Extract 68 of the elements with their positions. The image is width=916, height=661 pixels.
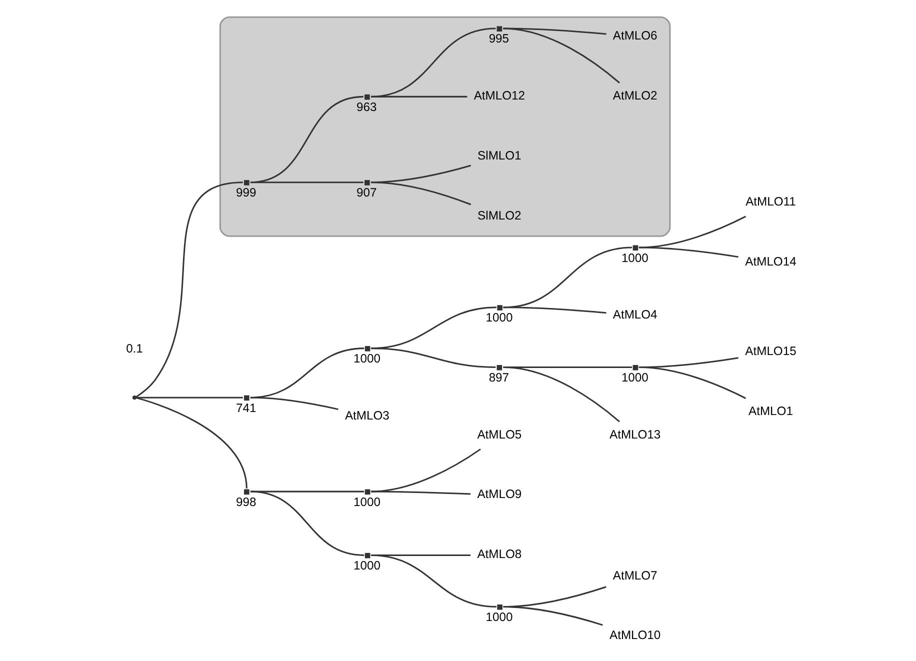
node-label: 999 [236, 186, 256, 200]
connector [370, 554, 496, 608]
node-point [364, 552, 370, 558]
node-point [364, 94, 370, 100]
connector [370, 448, 480, 492]
node-text: AtMLO7 [612, 568, 657, 582]
connector [250, 490, 364, 556]
node-text: AtMLO5 [476, 427, 522, 442]
node-point [244, 180, 249, 186]
connector [136, 397, 247, 489]
node-label: 963 [356, 100, 376, 114]
connector [638, 366, 746, 399]
connector [370, 490, 470, 495]
connector [502, 28, 620, 84]
node-point [244, 489, 249, 495]
connector [370, 164, 471, 184]
label: 0.1 [126, 342, 142, 356]
node-label: 741 [236, 400, 256, 415]
connector [250, 396, 338, 410]
connector [136, 396, 242, 398]
node-text: AtMLO8 [476, 547, 522, 562]
connector [502, 606, 602, 626]
node-text: AtMLO1 [748, 404, 792, 418]
node-point [496, 305, 502, 310]
node-point [364, 489, 370, 495]
node-label: 1000 [485, 610, 512, 624]
node-text: AtMLO2 [612, 88, 657, 103]
node-label: 995 [488, 32, 509, 46]
connector [502, 366, 620, 422]
connector [638, 246, 738, 258]
connector [370, 28, 496, 98]
node-label: 1000 [620, 250, 648, 265]
node-text: AtMLO15 [744, 344, 796, 358]
node-point [632, 364, 638, 370]
node-point [496, 604, 502, 610]
node-text: SlMLO1 [477, 148, 521, 162]
connector [638, 216, 746, 248]
node-label: 1000 [485, 310, 512, 325]
node-text: AtMLO11 [745, 194, 796, 209]
node-label: 907 [356, 186, 376, 200]
node-label: 1000 [353, 558, 380, 572]
node-text: SlMLO2 [477, 208, 521, 222]
node-text: AtMLO6 [612, 28, 657, 43]
connector [370, 348, 496, 368]
node-point [496, 26, 502, 32]
node-text: AtMLO3 [344, 408, 389, 422]
connector [135, 182, 242, 398]
node-label: 998 [236, 494, 256, 509]
connector [250, 96, 363, 184]
node-point [244, 395, 249, 401]
node-text: AtMLO12 [473, 88, 525, 103]
node-label: 897 [488, 370, 509, 385]
node-label: 1000 [620, 370, 648, 385]
node-label: 1000 [353, 352, 380, 366]
node-label: 1000 [353, 494, 380, 509]
connector [502, 28, 606, 35]
connector [502, 306, 606, 314]
node-point [364, 346, 370, 352]
node-text: AtMLO13 [609, 427, 660, 442]
node-point [632, 245, 638, 251]
node-text: AtMLO9 [476, 487, 522, 502]
node-point [496, 364, 502, 370]
node-point [364, 180, 370, 186]
node-text: AtMLO4 [612, 308, 657, 322]
cluster [218, 16, 670, 237]
node-text: AtMLO10 [609, 628, 660, 642]
node-point [132, 396, 136, 400]
node-text: AtMLO14 [744, 254, 796, 269]
